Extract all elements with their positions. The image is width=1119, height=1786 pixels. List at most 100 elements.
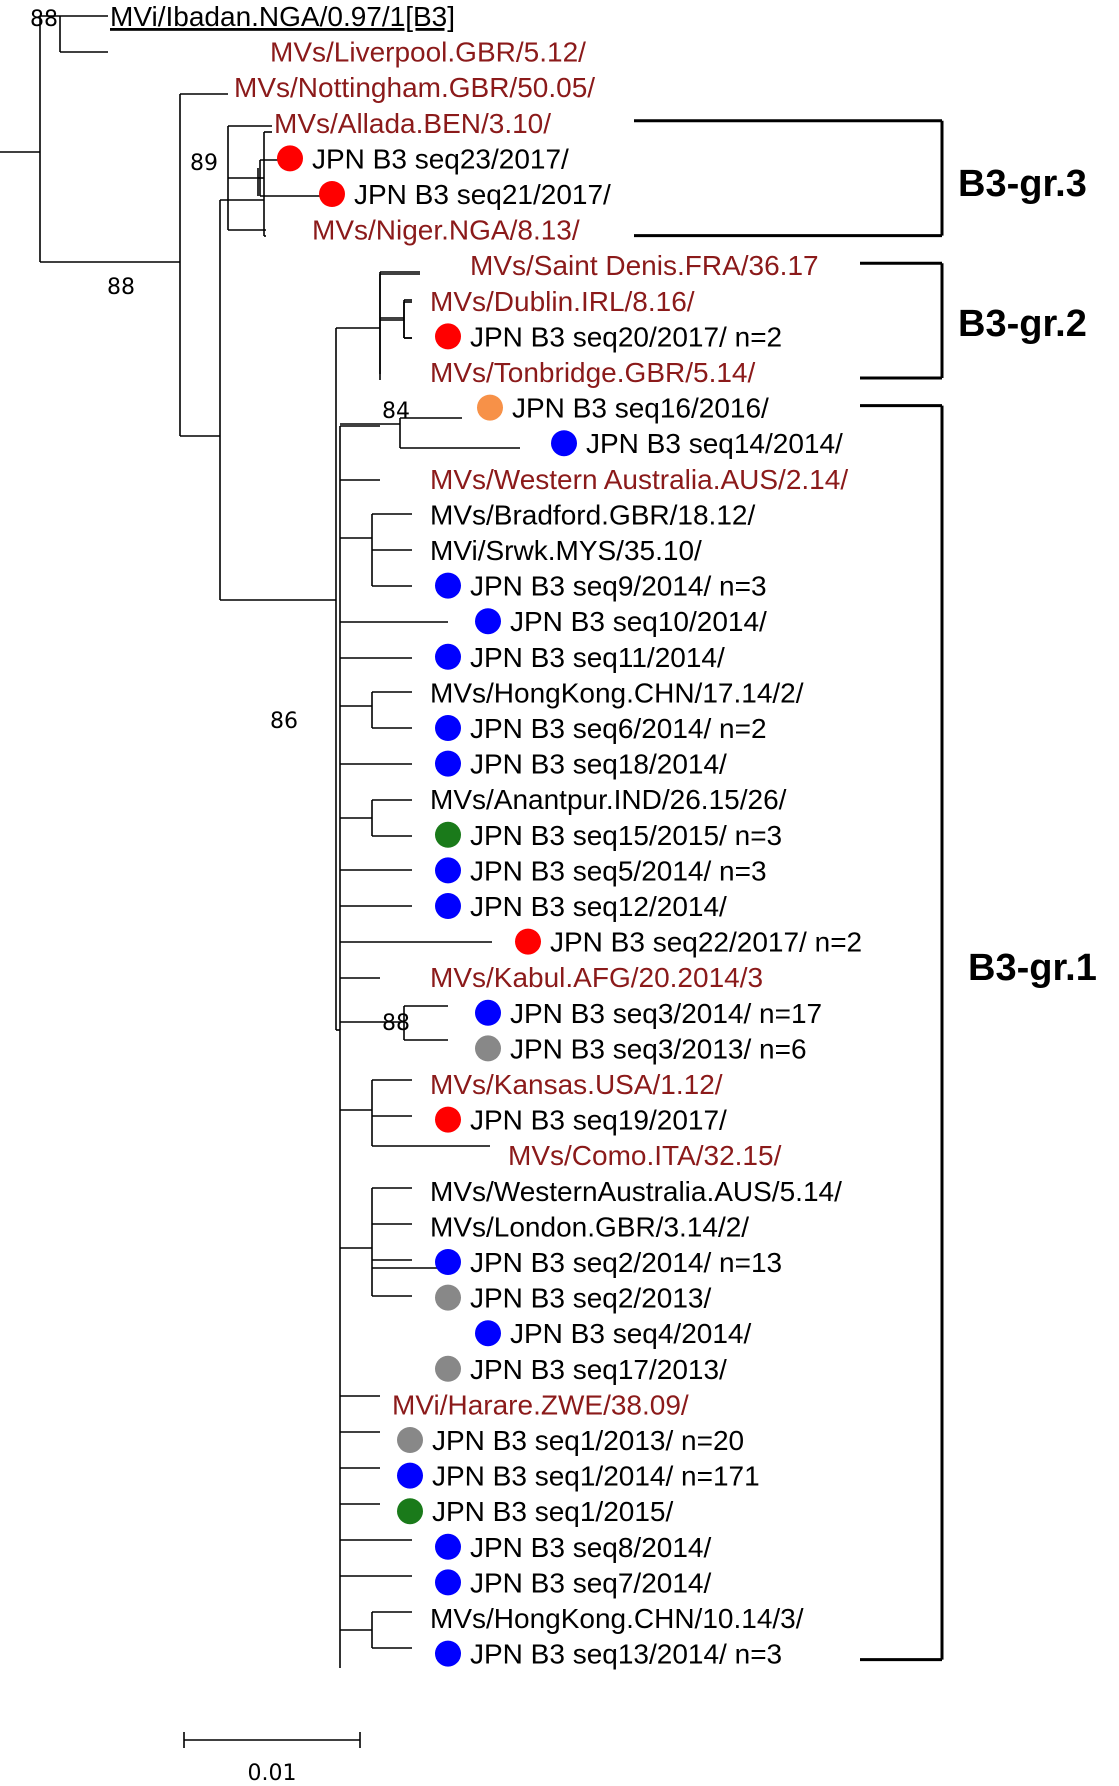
sample-marker-dot [435,1284,461,1311]
leaf-label: MVs/Kansas.USA/1.12/ [430,1069,723,1100]
leaf-label: MVs/Dublin.IRL/8.16/ [430,286,695,317]
tree-leaf: JPN B3 seq7/2014/ [435,1567,711,1598]
sample-marker-dot [435,643,461,670]
tree-leaf: MVs/Liverpool.GBR/5.12/ [270,37,586,68]
tree-leaf: JPN B3 seq8/2014/ [435,1532,711,1563]
sample-marker-dot [397,1498,423,1525]
clade-bracket: B3-gr.1 [860,404,1097,1662]
tree-leaf: JPN B3 seq5/2014/ n=3 [435,855,767,886]
leaf-label: JPN B3 seq1/2014/ n=171 [432,1461,760,1492]
sample-marker-dot [477,394,503,421]
leaf-label: JPN B3 seq16/2016/ [512,393,769,424]
sample-marker-dot [319,181,345,207]
clade-label: B3-gr.2 [958,303,1087,345]
sample-marker-dot [435,715,461,741]
tree-branches [0,15,520,1668]
sample-marker-dot [435,1355,461,1382]
leaf-label: JPN B3 seq8/2014/ [470,1532,711,1563]
bootstrap-value: 88 [382,1011,410,1036]
tree-leaf: JPN B3 seq17/2013/ [435,1354,727,1385]
sample-marker-dot [551,430,577,457]
tree-leaf: JPN B3 seq13/2014/ n=3 [435,1639,782,1670]
leaf-label: JPN B3 seq2/2013/ [470,1283,711,1314]
tree-leaf: JPN B3 seq16/2016/ [477,393,769,424]
sample-marker-dot [475,999,501,1026]
tree-leaf: MVi/Srwk.MYS/35.10/ [430,535,702,566]
tree-leaf: JPN B3 seq1/2013/ n=20 [397,1425,744,1456]
bootstrap-value: 84 [382,399,410,424]
tree-leaf: MVs/Bradford.GBR/18.12/ [430,499,755,530]
sample-marker-dot [475,1035,501,1062]
leaf-label: MVs/HongKong.CHN/10.14/3/ [430,1603,804,1634]
leaf-label: JPN B3 seq6/2014/ n=2 [470,713,767,744]
sample-marker-dot [435,857,461,884]
tree-leaf: MVs/Western Australia.AUS/2.14/ [430,464,848,495]
sample-marker-dot [397,1427,423,1453]
leaf-label: JPN B3 seq1/2013/ n=20 [432,1425,744,1456]
tree-leaf: JPN B3 seq18/2014/ [435,749,727,780]
leaf-label: MVs/Niger.NGA/8.13/ [312,215,580,246]
tree-leaf: MVs/Tonbridge.GBR/5.14/ [430,357,755,388]
tree-leaf: MVs/Kansas.USA/1.12/ [430,1069,723,1100]
leaf-label: JPN B3 seq18/2014/ [470,749,727,780]
tree-leaf: JPN B3 seq9/2014/ n=3 [435,571,767,602]
tree-leaf: JPN B3 seq22/2017/ n=2 [515,927,862,958]
leaf-label: MVs/Tonbridge.GBR/5.14/ [430,357,755,388]
tree-leaf: MVs/Niger.NGA/8.13/ [312,215,580,246]
clade-bracket: B3-gr.3 [634,119,1087,238]
tree-leaf: JPN B3 seq1/2014/ n=171 [397,1461,760,1492]
scale-bar-label: 0.01 [248,1761,297,1786]
tree-leaf: JPN B3 seq4/2014/ [475,1318,751,1349]
clade-bracket: B3-gr.2 [860,261,1087,380]
leaf-label: MVs/Liverpool.GBR/5.12/ [270,37,586,68]
tree-leaf: MVs/Kabul.AFG/20.2014/3 [430,962,763,993]
tree-leaf: MVs/Anantpur.IND/26.15/26/ [430,784,787,815]
leaf-label: MVs/Bradford.GBR/18.12/ [430,499,755,530]
tree-leaf: JPN B3 seq19/2017/ [435,1105,727,1136]
leaf-label: JPN B3 seq23/2017/ [312,143,569,174]
leaf-label: MVs/WesternAustralia.AUS/5.14/ [430,1176,842,1207]
sample-marker-dot [435,750,461,777]
sample-marker-dot [435,1249,461,1275]
sample-marker-dot [435,893,461,919]
sample-marker-dot [435,821,461,848]
sample-marker-dot [435,1569,461,1596]
tree-leaf: JPN B3 seq23/2017/ [277,143,569,174]
tree-leaf: JPN B3 seq11/2014/ [435,642,725,673]
sample-marker-dot [277,145,303,172]
leaf-label: JPN B3 seq3/2013/ n=6 [510,1033,807,1064]
tree-leaf: JPN B3 seq10/2014/ [475,606,767,637]
leaf-label: JPN B3 seq19/2017/ [470,1105,727,1136]
sample-marker-dot [397,1462,423,1489]
leaf-label: MVi/Harare.ZWE/38.09/ [392,1389,689,1420]
tree-leaf: JPN B3 seq2/2014/ n=13 [435,1247,782,1278]
tree-leaf: MVi/Ibadan.NGA/0.97/1[B3] [110,1,455,32]
bootstrap-value: 88 [30,7,58,32]
leaf-label: MVs/Como.ITA/32.15/ [508,1140,782,1171]
sample-marker-dot [435,1533,461,1560]
tree-leaf: MVs/HongKong.CHN/10.14/3/ [430,1603,804,1634]
leaf-label: JPN B3 seq10/2014/ [510,606,767,637]
tree-leaf: MVs/Nottingham.GBR/50.05/ [234,72,595,103]
leaf-label: MVi/Ibadan.NGA/0.97/1[B3] [110,1,455,32]
leaf-label: JPN B3 seq22/2017/ n=2 [550,927,862,958]
leaf-label: MVs/Anantpur.IND/26.15/26/ [430,784,787,815]
sample-marker-dot [435,1106,461,1133]
leaf-label: JPN B3 seq11/2014/ [470,642,725,673]
bootstrap-value: 88 [107,275,135,300]
leaf-label: JPN B3 seq13/2014/ n=3 [470,1639,782,1670]
leaf-label: JPN B3 seq2/2014/ n=13 [470,1247,782,1278]
bootstrap-value: 86 [270,709,298,734]
tree-leaf: MVs/Saint Denis.FRA/36.17 [470,250,819,281]
sample-marker-dot [475,1320,501,1347]
tree-leaf: MVs/WesternAustralia.AUS/5.14/ [430,1176,842,1207]
tree-leaf: JPN B3 seq6/2014/ n=2 [435,713,767,744]
leaf-label: JPN B3 seq20/2017/ n=2 [470,321,782,352]
sample-marker-dot [435,1640,461,1667]
leaf-label: JPN B3 seq9/2014/ n=3 [470,571,767,602]
leaf-label: JPN B3 seq14/2014/ [586,428,843,459]
clade-label: B3-gr.3 [958,163,1087,205]
tree-leaf: JPN B3 seq21/2017/ [319,179,611,210]
